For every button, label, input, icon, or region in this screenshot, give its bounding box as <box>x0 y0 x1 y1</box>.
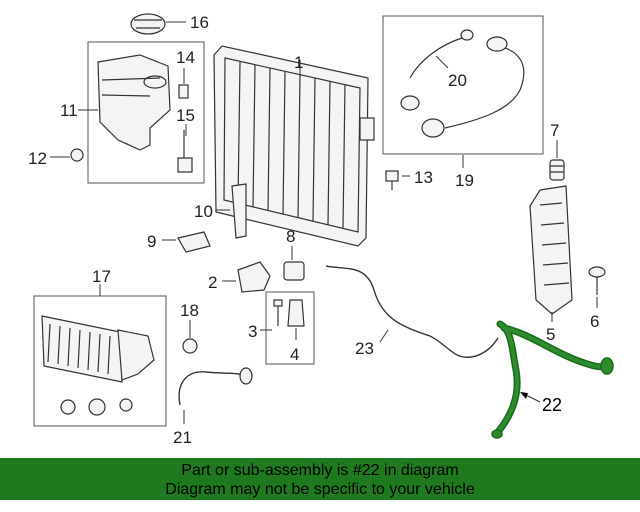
group-box-expansion-tank <box>87 41 205 184</box>
callout-10: 10 <box>194 202 213 221</box>
part-20-hose <box>409 29 474 79</box>
part-17-oil-cooler <box>41 315 155 416</box>
callout-11: 11 <box>60 101 78 120</box>
part-23-hose <box>325 265 499 358</box>
callout-14: 14 <box>176 48 195 67</box>
callout-12: 12 <box>28 149 47 168</box>
callout-15: 15 <box>176 106 195 125</box>
part-10-bracket <box>231 183 247 239</box>
part-21-hose <box>178 367 253 406</box>
group-box-upper-hoses <box>382 15 544 155</box>
banner-line-2: Diagram may not be specific to your vehi… <box>165 481 475 498</box>
callout-19: 19 <box>455 171 474 190</box>
part-12-plug <box>70 148 84 162</box>
callout-1: 1 <box>294 53 303 72</box>
info-banner: Part or sub-assembly is #22 in diagram D… <box>0 458 640 500</box>
callout-23: 23 <box>355 339 374 358</box>
banner-line-1: Part or sub-assembly is #22 in diagram <box>181 462 459 479</box>
callout-2: 2 <box>208 273 217 292</box>
part-7-grommet <box>549 159 565 181</box>
group-box-mounts <box>265 291 315 365</box>
part-19-hose-assembly <box>400 36 525 138</box>
callout-13: 13 <box>414 168 433 187</box>
parts-diagram: 16 11 14 15 12 1 20 <box>28 13 614 447</box>
callout-8: 8 <box>286 227 295 246</box>
callout-7: 7 <box>550 121 559 140</box>
callout-6: 6 <box>590 312 599 331</box>
part-1-radiator <box>213 45 375 247</box>
part-15-bolt <box>177 130 193 173</box>
part-11-expansion-tank <box>97 54 171 151</box>
part-13-bolt <box>385 170 399 190</box>
part-22-hose-highlighted <box>491 320 614 439</box>
callout-3: 3 <box>248 322 257 341</box>
part-2-mount <box>237 261 271 293</box>
part-14-sensor <box>178 84 189 99</box>
part-6-clip <box>588 266 606 295</box>
part-9-bracket <box>177 231 211 253</box>
callout-16: 16 <box>190 13 209 32</box>
part-16-cap <box>130 13 166 35</box>
part-8-mount <box>283 261 305 281</box>
callout-17: 17 <box>92 267 111 286</box>
callout-9: 9 <box>147 232 156 251</box>
callout-4: 4 <box>290 345 299 364</box>
part-18-fitting <box>182 338 198 354</box>
part-3-pin <box>273 299 283 326</box>
callout-18: 18 <box>180 301 199 320</box>
callout-20: 20 <box>448 71 467 90</box>
callout-5: 5 <box>546 325 555 344</box>
part-5-air-duct <box>529 185 573 315</box>
part-4-mount <box>287 299 305 327</box>
callout-21: 21 <box>173 428 192 447</box>
callout-22: 22 <box>542 395 562 415</box>
